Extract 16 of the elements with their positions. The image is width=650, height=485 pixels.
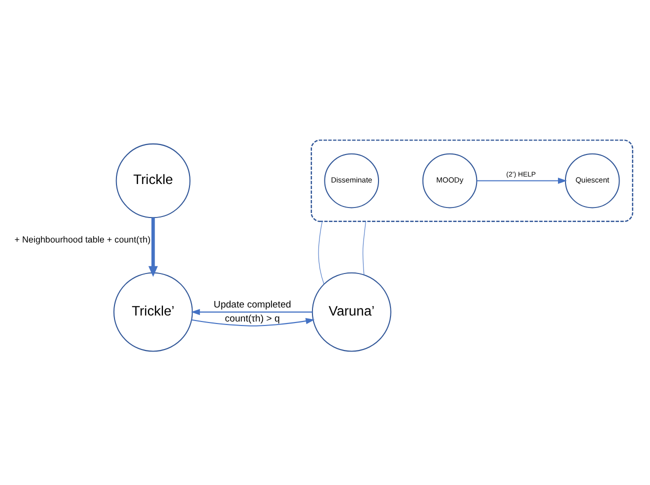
node-circle: Quiescent — [564, 152, 620, 208]
node-circle: Trickle’ — [113, 272, 193, 352]
node-circle: Trickle — [116, 142, 190, 218]
arrow — [148, 217, 158, 276]
edge-label: + Neighbourhood table + count(τh) — [14, 234, 151, 244]
arrow — [191, 308, 312, 315]
edge-label: Update completed — [214, 298, 292, 310]
connector — [362, 220, 366, 275]
edge-label: count(τh) > q — [224, 313, 280, 324]
arrow — [476, 177, 567, 184]
node-circle: Disseminate — [324, 152, 380, 208]
node-circle: Varuna’ — [312, 272, 392, 352]
arrow — [192, 317, 315, 326]
cluster — [310, 139, 634, 222]
connector — [318, 220, 324, 284]
node-circle: MOODy — [422, 152, 478, 208]
